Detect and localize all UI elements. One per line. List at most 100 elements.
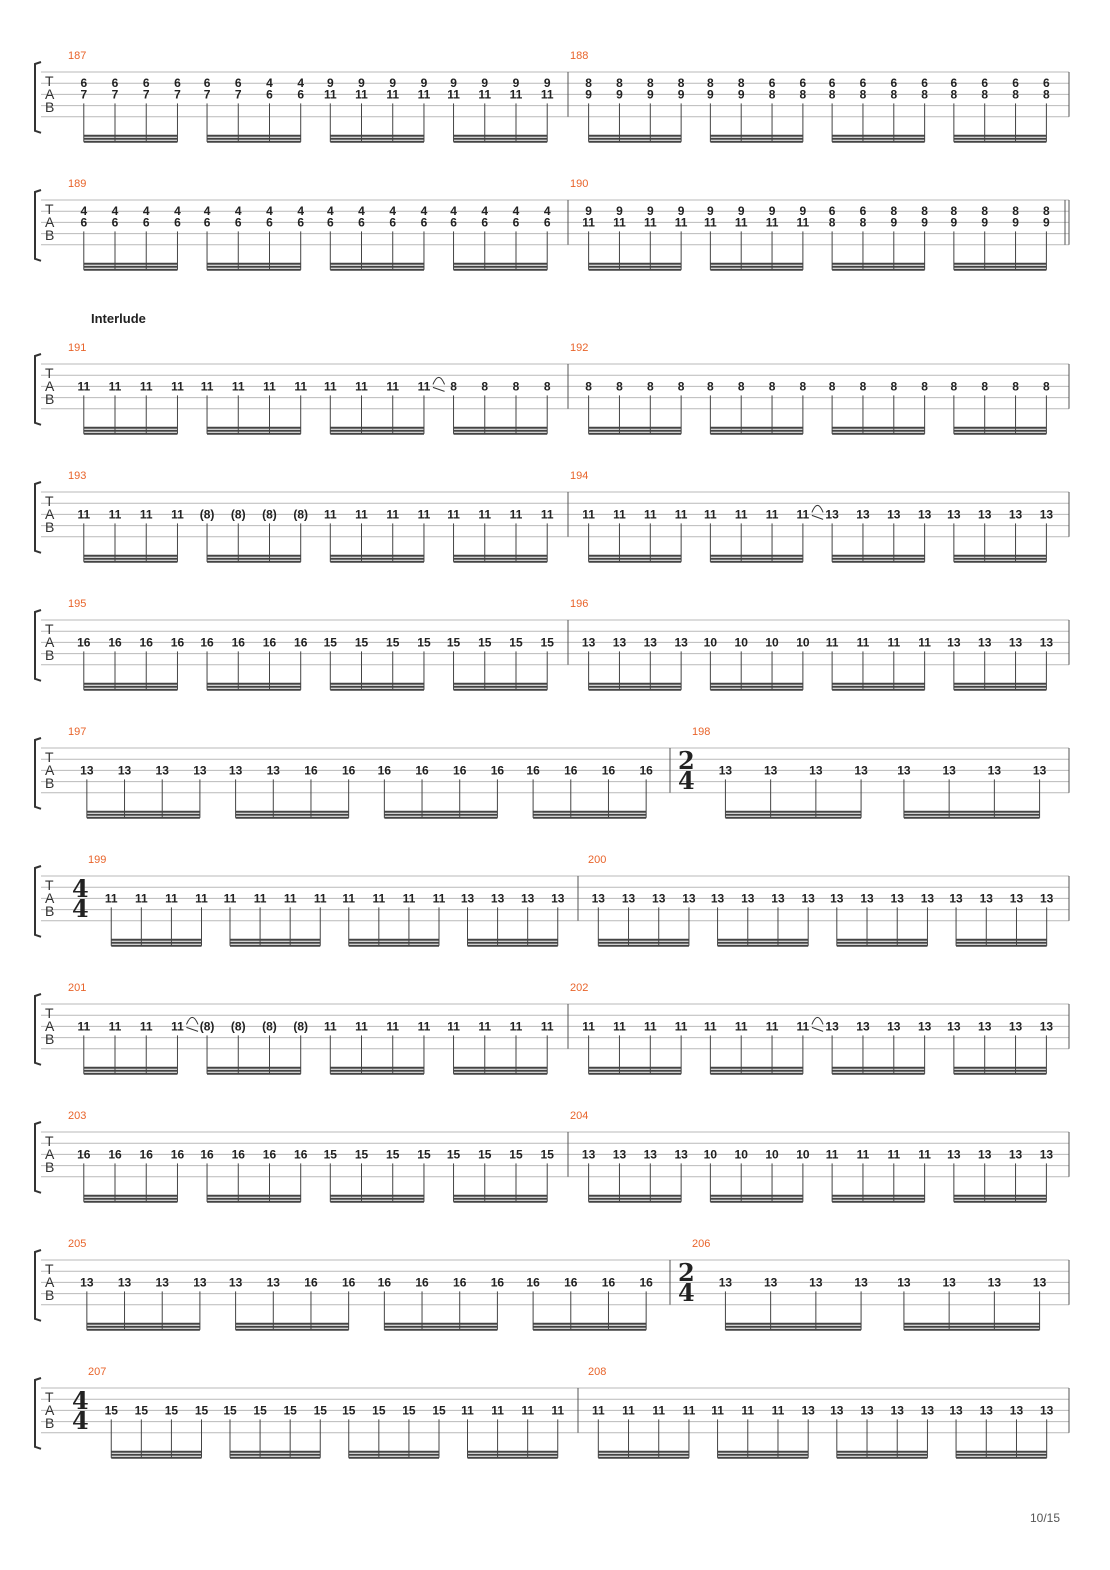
fret-number: (8) (200, 507, 215, 521)
fret-number: 8 (647, 76, 654, 90)
fret-number: 9 (890, 215, 897, 229)
fret-number: 13 (551, 891, 565, 905)
fret-number: 11 (857, 1147, 870, 1161)
fret-number: 8 (981, 379, 988, 393)
fret-number: 8 (616, 379, 623, 393)
fret-number: 8 (769, 379, 776, 393)
fret-number: 13 (613, 1147, 627, 1161)
fret-number: 15 (541, 1147, 555, 1161)
fret-number: 10 (704, 635, 718, 649)
fret-number: 6 (174, 215, 181, 229)
fret-number: 6 (174, 76, 181, 90)
fret-number: 16 (77, 635, 91, 649)
fret-number: 11 (582, 215, 595, 229)
fret-number: 11 (582, 507, 595, 521)
fret-number: 13 (830, 1403, 844, 1417)
fret-number: 8 (890, 204, 897, 218)
fret-number: 15 (355, 1147, 369, 1161)
fret-number: 11 (541, 507, 554, 521)
tab-clef-letter: B (45, 99, 54, 115)
tab-clef-letter: B (45, 647, 54, 663)
tab-clef-letter: B (45, 903, 54, 919)
measure-number: 197 (68, 726, 86, 738)
fret-number: 11 (140, 1019, 153, 1033)
fret-number: 13 (118, 1275, 132, 1289)
fret-number: 13 (809, 1275, 823, 1289)
fret-number: 11 (232, 379, 245, 393)
measure-number: 198 (692, 726, 710, 738)
fret-number: 13 (897, 1275, 911, 1289)
fret-number: 13 (856, 507, 870, 521)
fret-number: 13 (267, 763, 281, 777)
fret-number: 13 (118, 763, 132, 777)
system-bracket (34, 609, 42, 682)
fret-number: 13 (978, 507, 992, 521)
tab-measure: 1909119119119119119119119116868898989898… (570, 178, 1050, 271)
fret-number: 11 (447, 507, 460, 521)
fret-number: 4 (174, 204, 181, 218)
fret-number: 11 (433, 891, 446, 905)
fret-number: 6 (890, 76, 897, 90)
fret-number: 13 (942, 763, 956, 777)
fret-number: 11 (254, 891, 267, 905)
slide-arc (811, 504, 824, 513)
fret-number: 13 (229, 1275, 243, 1289)
fret-number: 11 (797, 215, 810, 229)
fret-number: 6 (921, 76, 928, 90)
time-signature-bottom: 4 (72, 894, 89, 923)
fret-number: 11 (510, 1019, 523, 1033)
fret-number: 11 (491, 1403, 504, 1417)
fret-number: 11 (314, 891, 327, 905)
fret-number: 16 (263, 635, 277, 649)
fret-number: 8 (800, 379, 807, 393)
fret-number: 8 (738, 379, 745, 393)
fret-number: 13 (1040, 891, 1054, 905)
fret-number: 15 (223, 1403, 237, 1417)
fret-number: 11 (644, 1019, 657, 1033)
fret-number: 9 (921, 215, 928, 229)
fret-number: 15 (165, 1403, 179, 1417)
fret-number: 15 (417, 635, 431, 649)
fret-number: 16 (602, 763, 616, 777)
tab-clef-letter: B (45, 227, 54, 243)
fret-number: 8 (1012, 379, 1019, 393)
fret-number: 15 (105, 1403, 119, 1417)
fret-number: 13 (764, 763, 778, 777)
fret-number: 11 (918, 1147, 931, 1161)
fret-number: 16 (491, 763, 505, 777)
fret-number: 16 (200, 635, 214, 649)
fret-number: 11 (418, 379, 431, 393)
fret-number: 16 (564, 763, 578, 777)
tab-clef-letter: T (45, 1261, 54, 1277)
fret-number: 13 (1040, 635, 1054, 649)
fret-number: 15 (432, 1403, 446, 1417)
measure-number: 205 (68, 1238, 86, 1250)
fret-number: 6 (951, 76, 958, 90)
fret-number: 11 (77, 379, 90, 393)
fret-number: 9 (616, 204, 623, 218)
fret-number: 11 (704, 1019, 717, 1033)
fret-number: 6 (829, 204, 836, 218)
fret-number: 8 (1043, 204, 1050, 218)
fret-number: 8 (860, 379, 867, 393)
fret-number: 8 (707, 76, 714, 90)
fret-number: 16 (342, 763, 356, 777)
fret-number: 11 (386, 507, 399, 521)
fret-number: 13 (193, 1275, 207, 1289)
fret-number: 6 (327, 215, 334, 229)
fret-number: 4 (266, 76, 273, 90)
fret-number: 4 (297, 204, 304, 218)
tab-clef-letter: A (45, 1146, 55, 1162)
fret-number: 6 (389, 215, 396, 229)
fret-number: 11 (644, 215, 657, 229)
fret-number: 11 (461, 1403, 474, 1417)
fret-number: 16 (453, 1275, 467, 1289)
fret-number: 11 (613, 1019, 626, 1033)
fret-number: 11 (704, 507, 717, 521)
tab-clef-letter: T (45, 1005, 54, 1021)
fret-number: 13 (582, 635, 596, 649)
fret-number: 13 (860, 1403, 874, 1417)
fret-number: 6 (297, 87, 304, 101)
